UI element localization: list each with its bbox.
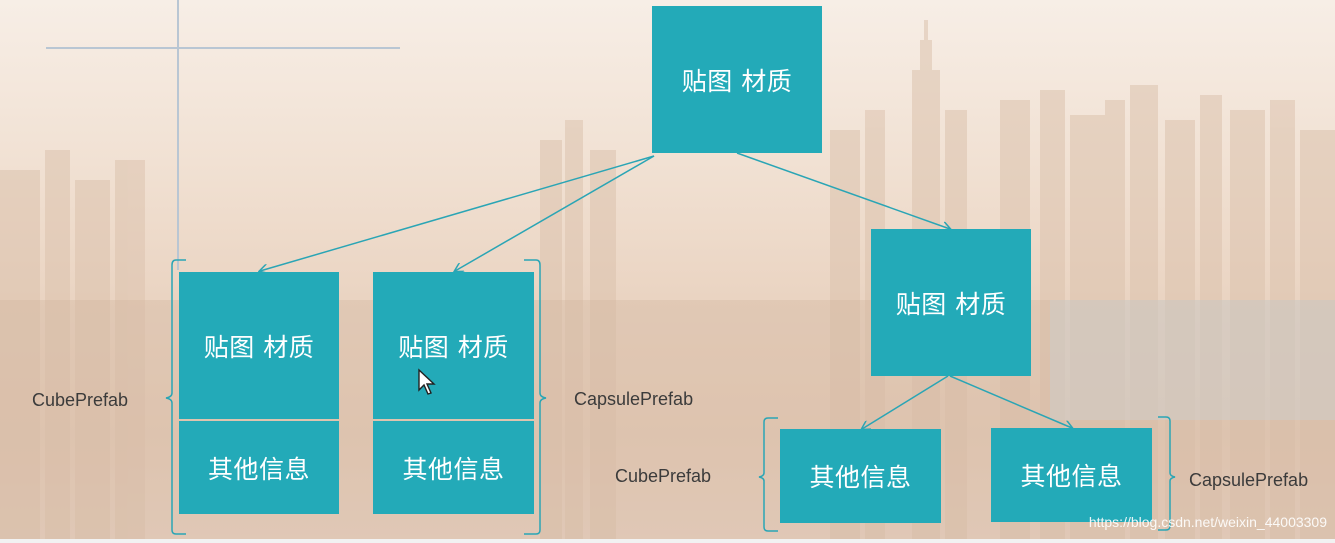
right-cube-prefab-label: CubePrefab xyxy=(615,466,712,486)
left-cube-texture-material-box: 贴图 材质 xyxy=(179,272,339,419)
right-shared-texture-material-box: 贴图 材质 xyxy=(871,229,1031,376)
mouse-cursor-icon xyxy=(418,368,436,395)
top-texture-material-box: 贴图 材质 xyxy=(652,6,822,153)
box-label: 贴图 材质 xyxy=(681,66,793,96)
left-capsule-other-info-box: 其他信息 xyxy=(373,421,534,514)
cube-prefab-bracket-right xyxy=(758,417,778,532)
box-label: 其他信息 xyxy=(809,463,912,492)
left-capsule-prefab-label: CapsulePrefab xyxy=(574,389,694,409)
right-cube-other-info-box: 其他信息 xyxy=(780,429,941,523)
capsule-prefab-bracket-left xyxy=(524,259,547,535)
box-label: 其他信息 xyxy=(1020,462,1123,491)
capsule-prefab-bracket-right xyxy=(1158,416,1176,531)
box-label: 其他信息 xyxy=(207,454,310,484)
left-cube-prefab-label: CubePrefab xyxy=(32,390,129,410)
watermark-url: https://blog.csdn.net/weixin_44003309 xyxy=(1088,514,1327,530)
cube-prefab-bracket-left xyxy=(165,259,186,535)
arrow-top-to-left-cube xyxy=(260,155,655,271)
box-label: 其他信息 xyxy=(402,454,505,484)
left-cube-other-info-box: 其他信息 xyxy=(179,421,339,514)
right-capsule-other-info-box: 其他信息 xyxy=(991,428,1152,522)
bottom-strip xyxy=(0,539,1335,543)
arrow-top-to-left-capsule xyxy=(455,155,655,271)
arrow-shared-to-cube-info xyxy=(862,375,949,429)
left-capsule-texture-material-box: 贴图 材质 xyxy=(373,272,534,419)
box-label: 贴图 材质 xyxy=(895,289,1007,319)
arrow-shared-to-capsule-info xyxy=(949,375,1072,428)
box-label: 贴图 材质 xyxy=(203,332,315,362)
right-capsule-prefab-label: CapsulePrefab xyxy=(1189,470,1309,490)
box-label: 贴图 材质 xyxy=(398,332,509,362)
arrow-top-to-right-shared xyxy=(736,152,950,229)
